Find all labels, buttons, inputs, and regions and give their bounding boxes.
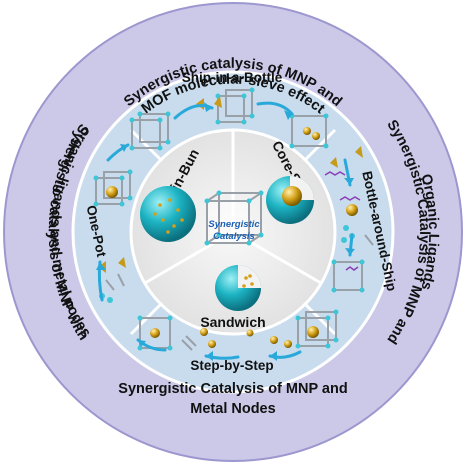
center-label-line2: Catalysis (213, 231, 255, 242)
center-label-line1: Synergistic (208, 219, 260, 230)
cyan-dots (99, 225, 355, 303)
mof-nodes (93, 87, 365, 351)
center-cube-icon (206, 192, 262, 244)
center-cube-nodes (204, 190, 264, 246)
ligand-strands (324, 171, 361, 271)
label-step-by-step: Step-by-Step (190, 358, 273, 373)
outer-label-bottom-line2: Metal Nodes (190, 401, 275, 417)
linker-sticks (105, 234, 374, 351)
arrow-heads (96, 102, 355, 361)
label-sandwich: Sandwich (200, 314, 265, 330)
raisin-bun-sphere (140, 186, 196, 242)
label-ship-in-a-bottle: Ship-in-a-Bottle (182, 70, 283, 85)
sandwich-sphere (215, 265, 261, 311)
mof-frame-icon (95, 89, 363, 349)
outer-label-bottom-line1: Synergistic Catalysis of MNP and (118, 381, 347, 397)
outer-label-right-line2: Organic Ligands (417, 172, 441, 291)
gold-nanoparticles (106, 127, 358, 348)
core-shell-sphere (266, 176, 314, 224)
